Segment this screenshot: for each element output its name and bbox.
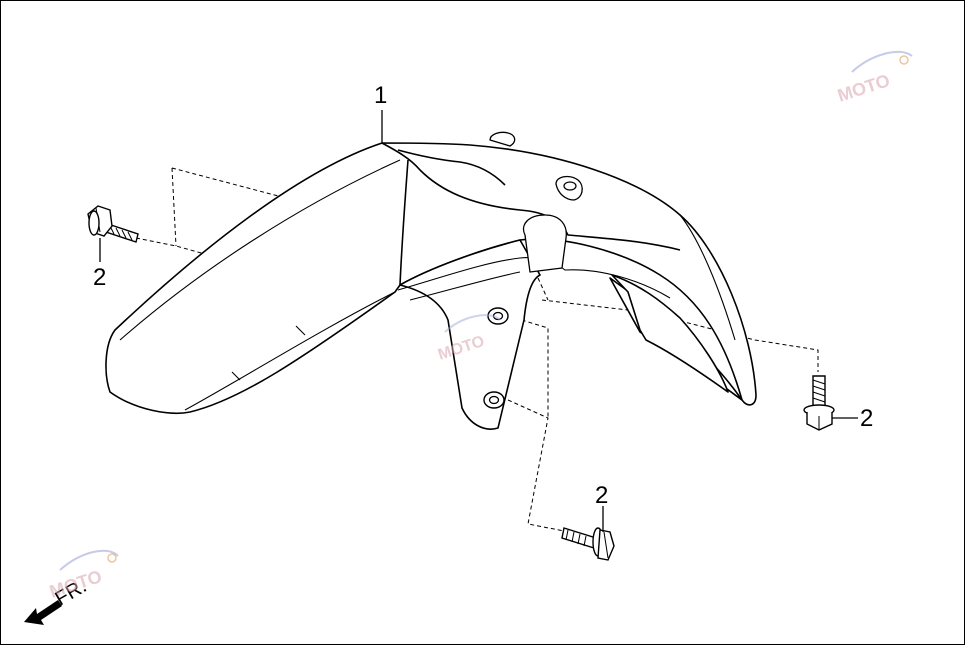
watermark-brand: MOTO bbox=[835, 70, 892, 106]
flange-bolt-right bbox=[803, 375, 835, 431]
moto-logo-icon bbox=[851, 50, 913, 73]
callout-2-bolt-bottom: 2 bbox=[595, 482, 608, 509]
arrow-icon bbox=[24, 600, 62, 625]
callout-2-bolt-left: 2 bbox=[93, 264, 106, 291]
front-fender bbox=[105, 131, 757, 430]
callout-2-bolt-right: 2 bbox=[860, 405, 873, 432]
moto-logo-icon bbox=[59, 549, 119, 571]
dashed-leaders bbox=[135, 167, 819, 535]
callout-leaders bbox=[99, 110, 858, 532]
moto-logo-icon bbox=[444, 314, 501, 333]
flange-bolt-bottom bbox=[561, 527, 615, 561]
flange-bolt-left bbox=[87, 205, 139, 243]
callout-1-fender: 1 bbox=[374, 82, 387, 109]
watermark-top-right: MOTO bbox=[835, 50, 913, 106]
